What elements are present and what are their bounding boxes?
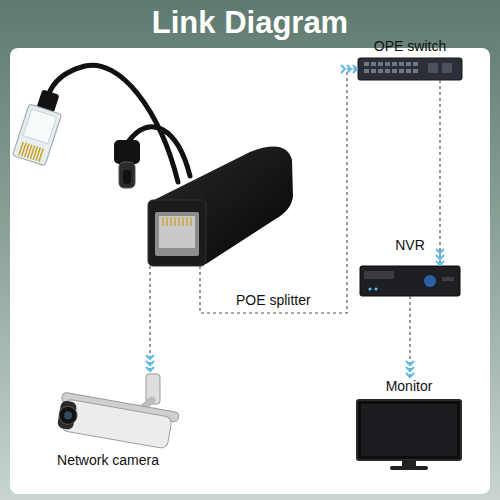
device-node: Network camera <box>58 372 188 450</box>
device-node: OPE switch <box>358 58 462 80</box>
dashed-link <box>200 69 358 313</box>
device-node: POE splitter <box>148 150 294 266</box>
usb-c-plug <box>114 140 140 188</box>
panel <box>10 48 490 494</box>
network-camera <box>56 374 179 450</box>
ethernet-cable <box>48 65 178 182</box>
monitor-screen <box>357 400 461 470</box>
dashed-link <box>439 80 440 266</box>
rj45-plug <box>13 87 68 166</box>
device-label: Monitor <box>355 378 463 394</box>
device-node: NVR <box>360 266 460 296</box>
network-switch <box>358 58 462 80</box>
device-label: Network camera <box>48 452 168 468</box>
dashed-link <box>409 296 410 378</box>
diagram-title: Link Diagram <box>0 5 500 41</box>
nvr-recorder <box>360 266 460 296</box>
device-label: NVR <box>360 237 460 253</box>
device-label: OPE switch <box>348 38 472 54</box>
dashed-link <box>149 266 150 372</box>
poe-splitter <box>148 147 293 266</box>
device-node: Monitor <box>355 378 463 472</box>
device-label: POE splitter <box>236 292 346 308</box>
